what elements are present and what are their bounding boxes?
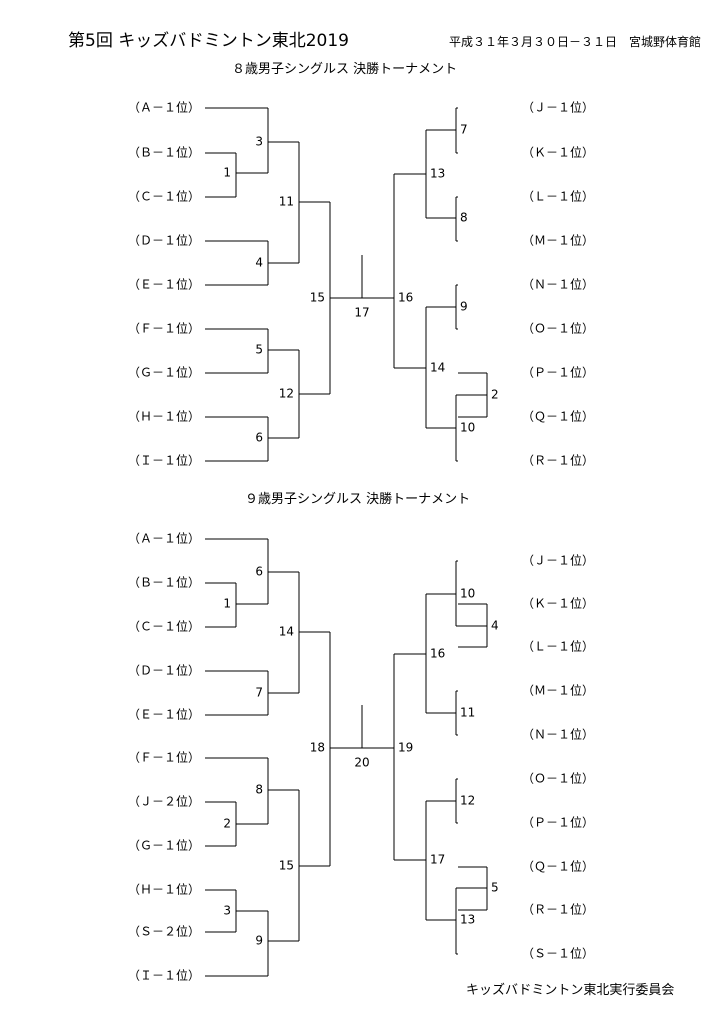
player-label: （Ｆ－１位） [128, 750, 200, 765]
match-number: 15 [279, 859, 294, 873]
match-number: 2 [223, 817, 231, 831]
match-number: 7 [255, 686, 263, 700]
player-label: （Ｇ－１位） [128, 838, 200, 853]
player-label: （Ｏ－１位） [522, 771, 594, 786]
match-number: 9 [255, 934, 263, 948]
page-title: 第5回 キッズバドミントン東北2019 [68, 31, 349, 51]
player-label: （Ｄ－１位） [128, 663, 200, 678]
player-label: （Ｐ－１位） [522, 815, 594, 830]
match-number: 18 [310, 741, 325, 755]
player-label: （Ｋ－１位） [522, 145, 594, 160]
match-number: 1 [223, 597, 231, 611]
player-label: （Ｃ－１位） [128, 619, 200, 634]
player-label: （Ｑ－１位） [522, 859, 594, 874]
player-label: （Ｒ－１位） [522, 902, 594, 917]
match-number: 6 [255, 565, 263, 579]
match-number: 12 [279, 387, 294, 401]
player-label: （Ｎ－１位） [522, 277, 594, 292]
bracket-title-8: ８歳男子シングルス 決勝トーナメント [232, 62, 458, 77]
organizer: キッズバドミントン東北実行委員会 [466, 983, 675, 998]
match-number: 6 [255, 431, 263, 445]
match-number: 9 [460, 300, 468, 314]
player-label: （Ｆ－１位） [128, 321, 200, 336]
player-label: （Ｑ－１位） [522, 409, 594, 424]
player-label: （Ｎ－１位） [522, 727, 594, 742]
match-number: 15 [310, 291, 325, 305]
final-match-number: 17 [354, 306, 369, 320]
player-label: （Ｌ－１位） [522, 189, 594, 204]
player-label: （Ｇ－１位） [128, 365, 200, 380]
player-label: （Ａ－１位） [128, 531, 200, 546]
player-label: （Ｋ－１位） [522, 596, 594, 611]
match-number: 3 [223, 904, 231, 918]
match-number: 3 [255, 135, 263, 149]
match-number: 7 [460, 123, 468, 137]
match-number: 11 [460, 706, 475, 720]
match-number: 12 [460, 794, 475, 808]
player-label: （Ｓ－２位） [128, 924, 200, 939]
player-label: （Ｌ－１位） [522, 639, 594, 654]
match-number: 1 [223, 166, 231, 180]
player-label: （Ｊ－１位） [522, 553, 594, 568]
match-number: 8 [460, 211, 468, 225]
date-venue: 平成３１年３月３０日－３１日 宮城野体育館 [449, 35, 702, 49]
player-label: （Ｈ－１位） [128, 409, 200, 424]
player-label: （Ｏ－１位） [522, 321, 594, 336]
match-number: 5 [491, 881, 499, 895]
match-number: 16 [430, 647, 445, 661]
player-label: （Ｐ－１位） [522, 365, 594, 380]
player-label: （Ｅ－１位） [128, 277, 200, 292]
player-label: （Ｅ－１位） [128, 707, 200, 722]
match-number: 19 [398, 741, 413, 755]
player-label: （Ｍ－１位） [522, 233, 594, 248]
bracket-title-9: ９歳男子シングルス 決勝トーナメント [245, 492, 471, 507]
player-label: （Ｂ－１位） [128, 575, 200, 590]
player-label: （Ｂ－１位） [128, 145, 200, 160]
player-label: （Ａ－１位） [128, 100, 200, 115]
match-number: 10 [460, 421, 475, 435]
player-label: （Ｒ－１位） [522, 453, 594, 468]
player-label: （Ｄ－１位） [128, 233, 200, 248]
player-label: （Ｊ－１位） [522, 100, 594, 115]
match-number: 13 [430, 167, 445, 181]
match-number: 13 [460, 913, 475, 927]
match-number: 17 [430, 853, 445, 867]
match-number: 16 [398, 291, 413, 305]
match-number: 11 [279, 195, 294, 209]
match-number: 4 [491, 619, 499, 633]
match-number: 14 [279, 625, 294, 639]
player-label: （Ｉ－１位） [128, 968, 200, 983]
player-label: （Ｃ－１位） [128, 189, 200, 204]
player-label: （Ｓ－１位） [522, 946, 594, 961]
player-label: （Ｈ－１位） [128, 882, 200, 897]
final-match-number: 20 [354, 756, 369, 770]
player-label: （Ｍ－１位） [522, 683, 594, 698]
match-number: 8 [255, 783, 263, 797]
match-number: 2 [491, 388, 499, 402]
player-label: （Ｉ－１位） [128, 453, 200, 468]
match-number: 10 [460, 587, 475, 601]
match-number: 5 [255, 343, 263, 357]
player-label: （Ｊ－２位） [128, 794, 200, 809]
match-number: 14 [430, 361, 445, 375]
match-number: 4 [255, 256, 263, 270]
